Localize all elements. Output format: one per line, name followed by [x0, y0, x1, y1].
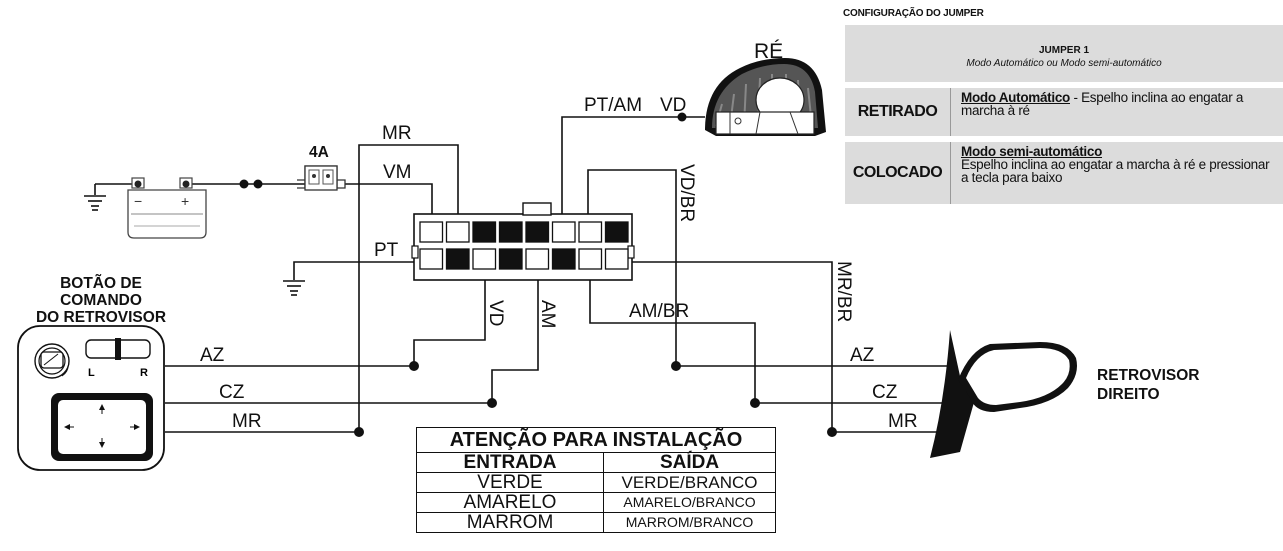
connector-pin — [578, 221, 603, 243]
installation-cell-out: AMARELO/BRANCO — [603, 492, 776, 513]
installation-table: ATENÇÃO PARA INSTALAÇÃO ENTRADA SAÍDA VE… — [416, 427, 776, 533]
jumper-row-key: COLOCADO — [852, 164, 943, 181]
jumper-row-text: - Espelho inclina ao engatar a marcha à … — [961, 90, 1244, 118]
installation-cell-out: VERDE/BRANCO — [603, 472, 776, 493]
connector-pin — [445, 248, 470, 270]
installation-col-in: ENTRADA — [416, 452, 604, 473]
connector-pin — [419, 248, 444, 270]
wire-label-mr-right: MR — [888, 411, 918, 432]
wire-mr-br — [628, 261, 833, 432]
wire-label-az-left: AZ — [200, 345, 225, 366]
installation-cell-in: MARROM — [416, 512, 604, 533]
connector-pin — [445, 221, 470, 243]
ground-icon — [84, 195, 106, 211]
table-row: VERDE VERDE/BRANCO — [416, 472, 776, 493]
installation-cell-out: MARROM/BRANCO — [603, 512, 776, 533]
wire-mr-top — [358, 144, 459, 432]
wire-label-mr-left: MR — [232, 411, 262, 432]
wire-label-az-right: AZ — [850, 345, 875, 366]
connector-pin — [472, 221, 497, 243]
battery-minus-sign: − — [134, 193, 142, 209]
wire-label-am: AM — [537, 300, 558, 329]
jumper-row-retirado: RETIRADO Modo Automático - Espelho incli… — [845, 88, 1283, 136]
connector-pin — [604, 248, 629, 270]
connector-pin — [419, 221, 444, 243]
wire-label-pt: PT — [374, 240, 399, 261]
wire-vm — [345, 183, 433, 220]
junction-dots — [239, 112, 837, 437]
jumper-header-title: JUMPER 1 — [1038, 45, 1089, 56]
right-mirror-icon — [930, 330, 1077, 458]
installation-cell-in: VERDE — [416, 472, 604, 493]
reverse-light-icon — [705, 58, 826, 136]
wire-am — [491, 274, 539, 403]
battery-plus-sign: + — [181, 193, 189, 209]
connector-block — [411, 202, 635, 281]
wire-vd — [413, 274, 486, 366]
wire-am-br — [589, 274, 756, 403]
jumper-header: JUMPER 1 Modo Automático ou Modo semi-au… — [845, 25, 1283, 82]
wire-pt — [293, 261, 414, 280]
control-button-title-line-3: DO RETROVISOR — [36, 309, 166, 326]
ground-icon — [283, 280, 305, 296]
wire-label-vd: VD — [485, 300, 506, 326]
wire-label-cz-left: CZ — [219, 382, 245, 403]
connector-pin — [525, 221, 550, 243]
connector-pin — [498, 221, 523, 243]
wire-pt-am — [561, 116, 705, 220]
installation-col-out: SAÍDA — [603, 452, 776, 473]
jumper-row-key: RETIRADO — [857, 103, 938, 120]
mirror-title-line-1: RETROVISOR — [1097, 367, 1199, 384]
jumper-row-colocado: COLOCADO Modo semi-automático Espelho in… — [845, 142, 1283, 204]
table-row: AMARELO AMARELO/BRANCO — [416, 492, 776, 513]
wire-label-vm: VM — [383, 162, 412, 183]
installation-table-title: ATENÇÃO PARA INSTALAÇÃO — [416, 427, 776, 453]
control-right-mark: R — [140, 367, 148, 379]
connector-pin — [525, 248, 550, 270]
wire-vd-br — [587, 169, 677, 366]
wire-label-cz-right: CZ — [872, 382, 898, 403]
jumper-header-subtitle: Modo Automático ou Modo semi-automático — [966, 58, 1162, 69]
control-button-title-line-2: COMANDO — [60, 292, 142, 309]
connector-pin — [472, 248, 497, 270]
reverse-light-label: RÉ — [754, 40, 783, 63]
jumper-row-mode: Modo Automático — [961, 90, 1070, 105]
fuse-label: 4A — [309, 144, 329, 161]
jumper-row-value: Modo semi-automático Espelho inclina ao … — [950, 142, 1283, 204]
wire-label-am-br: AM/BR — [629, 301, 689, 322]
control-left-mark: L — [88, 367, 95, 379]
fuse-icon — [297, 165, 346, 191]
connector-pin — [551, 221, 576, 243]
jumper-row-value: Modo Automático - Espelho inclina ao eng… — [950, 88, 1283, 136]
mirror-control-button-icon — [17, 325, 165, 471]
wire-label-vd-br: VD/BR — [676, 164, 697, 222]
connector-pin — [551, 248, 576, 270]
jumper-row-mode: Modo semi-automático — [961, 144, 1103, 159]
wire-label-mr-br: MR/BR — [833, 261, 854, 322]
jumper-config-panel: CONFIGURAÇÃO DO JUMPER JUMPER 1 Modo Aut… — [843, 8, 1283, 204]
table-row: MARROM MARROM/BRANCO — [416, 512, 776, 533]
control-button-title-line-1: BOTÃO DE — [60, 274, 142, 292]
battery-icon: − + — [127, 177, 207, 239]
connector-pin — [498, 248, 523, 270]
jumper-row-text: Espelho inclina ao engatar a marcha à ré… — [961, 157, 1270, 185]
jumper-config-title: CONFIGURAÇÃO DO JUMPER — [843, 8, 984, 19]
connector-pin — [604, 221, 629, 243]
mirror-title-line-2: DIREITO — [1097, 386, 1160, 403]
installation-cell-in: AMARELO — [416, 492, 604, 513]
wire-label-mr-top: MR — [382, 123, 412, 144]
connector-pin — [578, 248, 603, 270]
wire-label-pt-am: PT/AM — [584, 95, 642, 116]
wire-label-vd-top: VD — [660, 95, 686, 116]
